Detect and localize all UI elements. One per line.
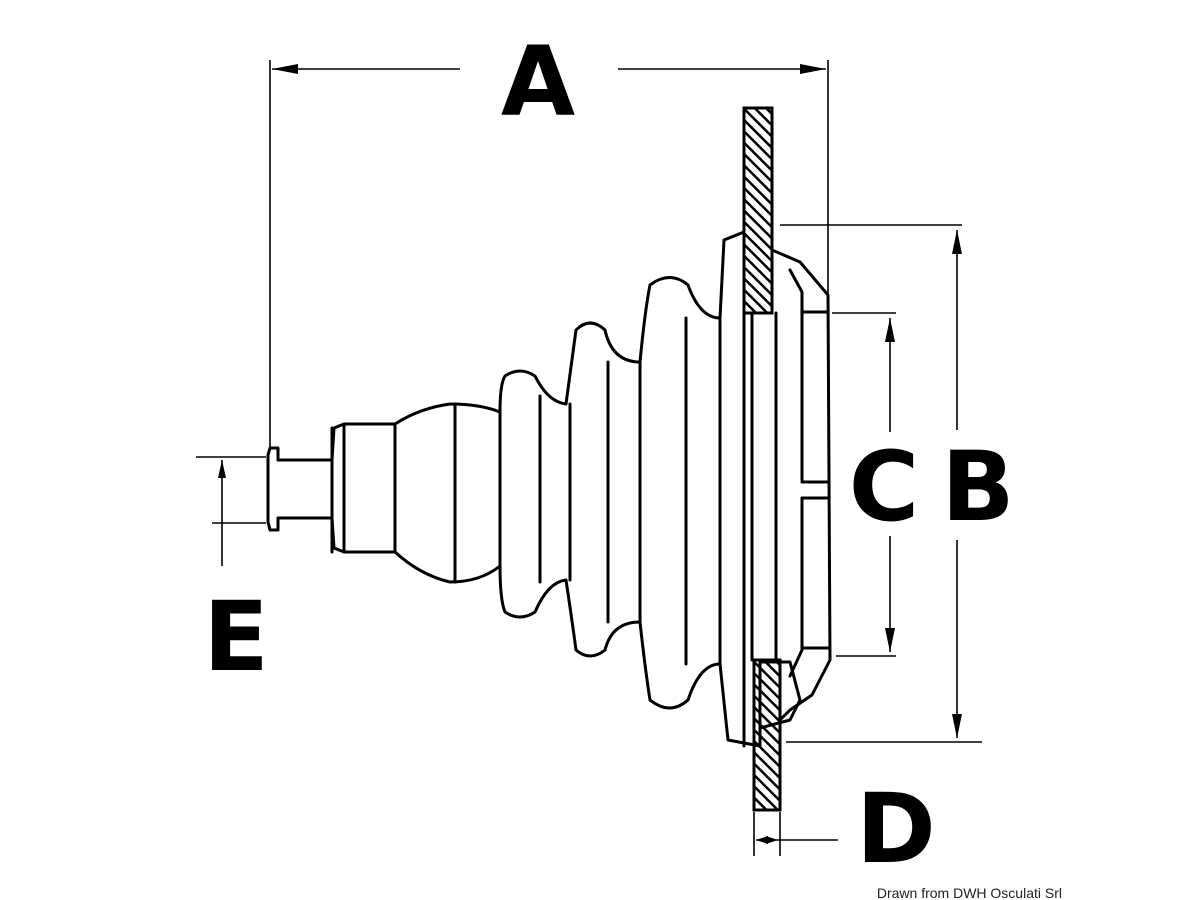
dimension-label-c: C	[849, 431, 919, 543]
dimension-label-e: E	[203, 581, 269, 693]
dimension-e: E	[196, 456, 269, 693]
arrowhead	[885, 628, 895, 652]
panel-upper-section	[742, 106, 774, 315]
dimension-c: C	[832, 312, 919, 657]
dimension-label-b: B	[941, 431, 1014, 543]
bulkhead-panel	[742, 106, 782, 812]
arrowhead	[952, 230, 962, 254]
panel-lower-section	[752, 658, 782, 812]
dimension-label-d: D	[856, 773, 936, 885]
flange-inner	[788, 268, 804, 482]
dimension-d: D	[753, 773, 936, 885]
bellows-boot	[266, 230, 832, 748]
dimension-a: A	[269, 26, 829, 448]
arrowhead	[756, 836, 768, 844]
arrowhead	[885, 318, 895, 342]
boot-outline	[266, 230, 802, 748]
dimension-label-a: A	[501, 26, 575, 138]
flange-inner-lower	[788, 496, 804, 678]
arrowhead	[272, 64, 298, 74]
dimension-b: B	[780, 224, 1015, 743]
arrowhead	[952, 714, 962, 738]
arrowhead	[766, 836, 778, 844]
flange-outline	[770, 248, 832, 722]
credit-text: Drawn from DWH Osculati Srl	[877, 885, 1062, 900]
arrowhead	[800, 64, 826, 74]
arrowhead	[218, 460, 226, 478]
